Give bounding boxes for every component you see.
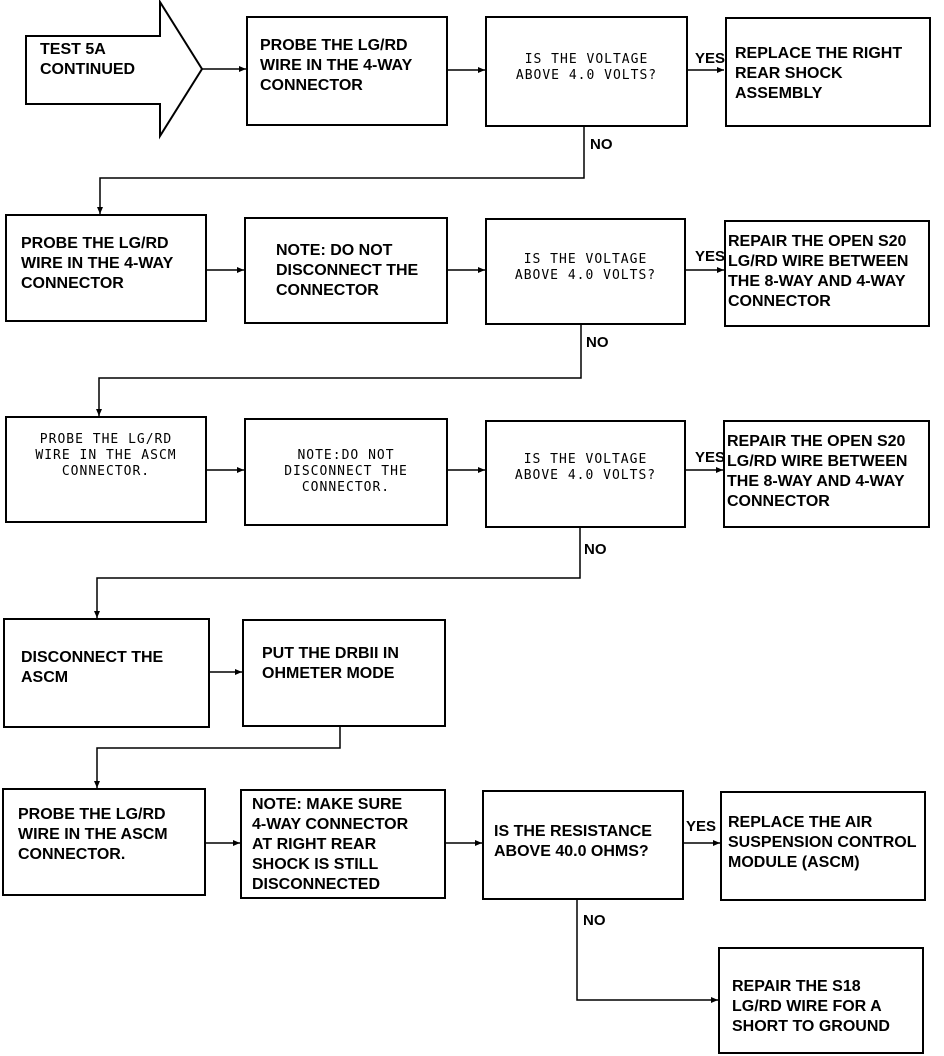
box-text-line: CONNECTOR. bbox=[18, 846, 126, 863]
row2-yes-result-box: REPAIR THE OPEN S20 LG/RD WIRE BETWEEN T… bbox=[724, 220, 930, 327]
box-text-line: CONNECTOR bbox=[727, 493, 830, 510]
row4-ohmeter-box: PUT THE DRBII IN OHMETER MODE bbox=[242, 619, 446, 727]
box-text-line: WIRE IN THE ASCM bbox=[18, 826, 168, 843]
box-text-line: REAR SHOCK bbox=[735, 65, 843, 82]
box-text-line: AT RIGHT REAR bbox=[252, 836, 377, 853]
row3-yes-label: YES bbox=[695, 449, 726, 466]
row2-probe-box: PROBE THE LG/RD WIRE IN THE 4-WAY CONNEC… bbox=[5, 214, 207, 322]
start-label-line: TEST 5A bbox=[40, 41, 106, 58]
box-text-line: REPLACE THE AIR bbox=[728, 814, 873, 831]
box-text-line: WIRE IN THE 4-WAY bbox=[21, 255, 174, 272]
start-label-line: CONTINUED bbox=[40, 61, 136, 78]
box-text-line: NOTE: DO NOT bbox=[276, 242, 393, 259]
row5-note-box: NOTE: MAKE SURE 4-WAY CONNECTOR AT RIGHT… bbox=[240, 789, 446, 899]
box-text-line: IS THE RESISTANCE bbox=[494, 823, 652, 840]
row3-no-label: NO bbox=[584, 541, 607, 558]
row1-question-box: IS THE VOLTAGE ABOVE 4.0 VOLTS? bbox=[485, 16, 688, 127]
row5-probe-box: PROBE THE LG/RD WIRE IN THE ASCM CONNECT… bbox=[2, 788, 206, 896]
row5-no-label: NO bbox=[583, 912, 606, 929]
box-text-line: PROBE THE LG/RD bbox=[39, 432, 173, 447]
box-text-line: ASSEMBLY bbox=[735, 85, 823, 102]
row5-question-box: IS THE RESISTANCE ABOVE 40.0 OHMS? bbox=[482, 790, 684, 900]
row1-yes-result-box: REPLACE THE RIGHT REAR SHOCK ASSEMBLY bbox=[725, 17, 931, 127]
box-text-line: REPLACE THE RIGHT bbox=[735, 45, 903, 62]
box-text-line: LG/RD WIRE BETWEEN bbox=[727, 453, 908, 470]
row1-no-label: NO bbox=[590, 136, 613, 153]
row3-yes-result-box: REPAIR THE OPEN S20 LG/RD WIRE BETWEEN T… bbox=[723, 420, 930, 528]
box-text-line: THE 8-WAY AND 4-WAY bbox=[727, 473, 905, 490]
box-text-line: THE 8-WAY AND 4-WAY bbox=[728, 273, 906, 290]
box-text-line: DISCONNECT THE bbox=[276, 262, 419, 279]
box-text-line: MODULE (ASCM) bbox=[728, 854, 860, 871]
start-label: TEST 5A CONTINUED bbox=[40, 40, 135, 80]
row2-note-box: NOTE: DO NOT DISCONNECT THE CONNECTOR bbox=[244, 217, 448, 324]
box-text-line: CONNECTOR. bbox=[301, 480, 391, 495]
box-text-line: DISCONNECT THE bbox=[284, 464, 408, 479]
row5-yes-label: YES bbox=[686, 818, 717, 835]
row4-disconnect-box: DISCONNECT THE ASCM bbox=[3, 618, 210, 728]
box-text-line: REPAIR THE OPEN S20 bbox=[728, 233, 907, 250]
row2-yes-label: YES bbox=[695, 248, 726, 265]
box-text-line: WIRE IN THE ASCM bbox=[35, 448, 177, 463]
box-text-line: ABOVE 4.0 VOLTS? bbox=[514, 268, 657, 283]
box-text-line: PROBE THE LG/RD bbox=[260, 37, 408, 54]
box-text-line: DISCONNECT THE bbox=[21, 649, 164, 666]
row5-no-result-box: REPAIR THE S18 LG/RD WIRE FOR A SHORT TO… bbox=[718, 947, 924, 1054]
row3-probe-box: PROBE THE LG/RD WIRE IN THE ASCM CONNECT… bbox=[5, 416, 207, 523]
box-text-line: PROBE THE LG/RD bbox=[21, 235, 169, 252]
box-text-line: CONNECTOR bbox=[21, 275, 124, 292]
box-text-line: ABOVE 40.0 OHMS? bbox=[494, 843, 649, 860]
box-text-line: CONNECTOR bbox=[276, 282, 379, 299]
row1-yes-label: YES bbox=[695, 50, 726, 67]
box-text-line: IS THE VOLTAGE bbox=[523, 452, 648, 467]
box-text-line: CONNECTOR bbox=[728, 293, 831, 310]
start-arrow-shape bbox=[25, 0, 204, 140]
box-text-line: CONNECTOR bbox=[260, 77, 363, 94]
box-text-line: LG/RD WIRE BETWEEN bbox=[728, 253, 909, 270]
box-text-line: SHOCK IS STILL bbox=[252, 856, 379, 873]
box-text-line: OHMETER MODE bbox=[262, 665, 395, 682]
row2-question-box: IS THE VOLTAGE ABOVE 4.0 VOLTS? bbox=[485, 218, 686, 325]
box-text-line: DISCONNECTED bbox=[252, 876, 381, 893]
box-text-line: PUT THE DRBII IN bbox=[262, 645, 399, 662]
box-text-line: NOTE:DO NOT bbox=[297, 448, 395, 463]
box-text-line: CONNECTOR. bbox=[61, 464, 151, 479]
row3-question-box: IS THE VOLTAGE ABOVE 4.0 VOLTS? bbox=[485, 420, 686, 528]
box-text-line: REPAIR THE S18 bbox=[732, 978, 861, 995]
row1-probe-box: PROBE THE LG/RD WIRE IN THE 4-WAY CONNEC… bbox=[246, 16, 448, 126]
box-text-line: SHORT TO GROUND bbox=[732, 1018, 890, 1035]
box-text-line: ASCM bbox=[21, 669, 69, 686]
box-text-line: REPAIR THE OPEN S20 bbox=[727, 433, 906, 450]
box-text-line: WIRE IN THE 4-WAY bbox=[260, 57, 413, 74]
box-text-line: IS THE VOLTAGE bbox=[524, 52, 649, 67]
row3-note-box: NOTE:DO NOT DISCONNECT THE CONNECTOR. bbox=[244, 418, 448, 526]
box-text-line: IS THE VOLTAGE bbox=[523, 252, 648, 267]
box-text-line: ABOVE 4.0 VOLTS? bbox=[515, 68, 658, 83]
row5-yes-result-box: REPLACE THE AIR SUSPENSION CONTROL MODUL… bbox=[720, 791, 926, 901]
box-text-line: PROBE THE LG/RD bbox=[18, 806, 166, 823]
box-text-line: ABOVE 4.0 VOLTS? bbox=[514, 468, 657, 483]
box-text-line: LG/RD WIRE FOR A bbox=[732, 998, 882, 1015]
box-text-line: 4-WAY CONNECTOR bbox=[252, 816, 409, 833]
box-text-line: NOTE: MAKE SURE bbox=[252, 796, 403, 813]
box-text-line: SUSPENSION CONTROL bbox=[728, 834, 917, 851]
row2-no-label: NO bbox=[586, 334, 609, 351]
